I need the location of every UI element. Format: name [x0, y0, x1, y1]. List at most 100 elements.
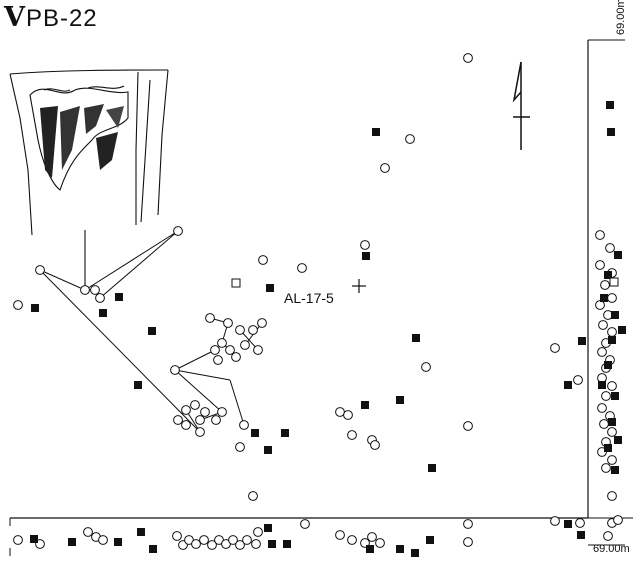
filled-square-find — [411, 549, 419, 557]
filled-square-find — [611, 392, 619, 400]
open-circle-find — [225, 345, 235, 355]
open-circle-find — [217, 338, 227, 348]
filled-square-find — [611, 311, 619, 319]
open-circle-find — [13, 300, 23, 310]
open-circle-find — [595, 230, 605, 240]
open-circle-find — [181, 420, 191, 430]
filled-square-find — [564, 520, 572, 528]
open-circle-find — [205, 313, 215, 323]
open-circle-find — [172, 531, 182, 541]
open-circle-find — [235, 325, 245, 335]
filled-square-find — [607, 128, 615, 136]
open-circle-find — [248, 325, 258, 335]
open-circle-find — [597, 347, 607, 357]
open-circle-find — [253, 527, 263, 537]
north-arrow-icon — [512, 61, 530, 150]
filled-square-find — [115, 293, 123, 301]
open-circle-find — [599, 419, 609, 429]
open-circle-find — [210, 345, 220, 355]
filled-square-find — [426, 536, 434, 544]
open-circle-find — [251, 539, 261, 549]
open-circle-find — [190, 400, 200, 410]
open-circle-find — [95, 293, 105, 303]
filled-square-find — [283, 540, 291, 548]
filled-square-find — [604, 361, 612, 369]
filled-square-find — [366, 545, 374, 553]
open-circle-find — [613, 515, 623, 525]
open-circle-find — [173, 415, 183, 425]
refit-line — [229, 379, 245, 426]
filled-square-find — [600, 294, 608, 302]
filled-square-find — [564, 381, 572, 389]
title-prefix: V — [4, 2, 26, 33]
open-circle-find — [300, 519, 310, 529]
open-circle-find — [90, 285, 100, 295]
open-square-find — [609, 277, 619, 287]
open-circle-find — [231, 352, 241, 362]
open-circle-find — [211, 415, 221, 425]
open-circle-find — [607, 293, 617, 303]
filled-square-find — [578, 337, 586, 345]
datum-cross-icon — [352, 279, 366, 293]
open-circle-find — [173, 226, 183, 236]
open-circle-find — [207, 540, 217, 550]
open-circle-find — [601, 391, 611, 401]
filled-square-find — [372, 128, 380, 136]
open-circle-find — [248, 491, 258, 501]
refit-line — [39, 269, 86, 291]
open-circle-find — [297, 263, 307, 273]
open-circle-find — [607, 381, 617, 391]
refit-line — [99, 230, 179, 299]
filled-square-find — [114, 538, 122, 546]
open-circle-find — [181, 405, 191, 415]
open-circle-find — [239, 420, 249, 430]
open-circle-find — [200, 407, 210, 417]
filled-square-find — [608, 336, 616, 344]
filled-square-find — [31, 304, 39, 312]
open-square-find — [231, 278, 241, 288]
open-circle-find — [217, 407, 227, 417]
filled-square-find — [99, 309, 107, 317]
section-label: AL-17-5 — [284, 290, 334, 306]
open-circle-find — [463, 421, 473, 431]
open-circle-find — [228, 535, 238, 545]
open-circle-find — [335, 530, 345, 540]
filled-square-find — [361, 401, 369, 409]
refit-line — [174, 369, 231, 381]
filled-square-find — [412, 334, 420, 342]
open-circle-find — [223, 318, 233, 328]
filled-square-find — [614, 251, 622, 259]
open-circle-find — [463, 53, 473, 63]
open-circle-find — [597, 403, 607, 413]
open-circle-find — [550, 343, 560, 353]
open-circle-find — [607, 491, 617, 501]
filled-square-find — [396, 396, 404, 404]
filled-square-find — [611, 466, 619, 474]
open-circle-find — [199, 535, 209, 545]
open-circle-find — [607, 455, 617, 465]
open-circle-find — [170, 365, 180, 375]
open-circle-find — [601, 463, 611, 473]
filled-square-find — [618, 326, 626, 334]
filled-square-find — [149, 545, 157, 553]
filled-square-find — [268, 540, 276, 548]
filled-square-find — [266, 284, 274, 292]
open-circle-find — [253, 345, 263, 355]
open-circle-find — [240, 340, 250, 350]
refit-line — [174, 369, 223, 413]
open-circle-find — [13, 535, 23, 545]
open-circle-find — [607, 327, 617, 337]
open-circle-find — [605, 243, 615, 253]
filled-square-find — [134, 381, 142, 389]
open-circle-find — [421, 362, 431, 372]
refit-line — [174, 349, 216, 371]
filled-square-find — [604, 444, 612, 452]
open-circle-find — [257, 318, 267, 328]
filled-square-find — [577, 531, 585, 539]
open-circle-find — [600, 280, 610, 290]
filled-square-find — [30, 535, 38, 543]
filled-square-find — [614, 436, 622, 444]
refit-line — [84, 230, 179, 291]
open-circle-find — [235, 540, 245, 550]
filled-square-find — [137, 528, 145, 536]
